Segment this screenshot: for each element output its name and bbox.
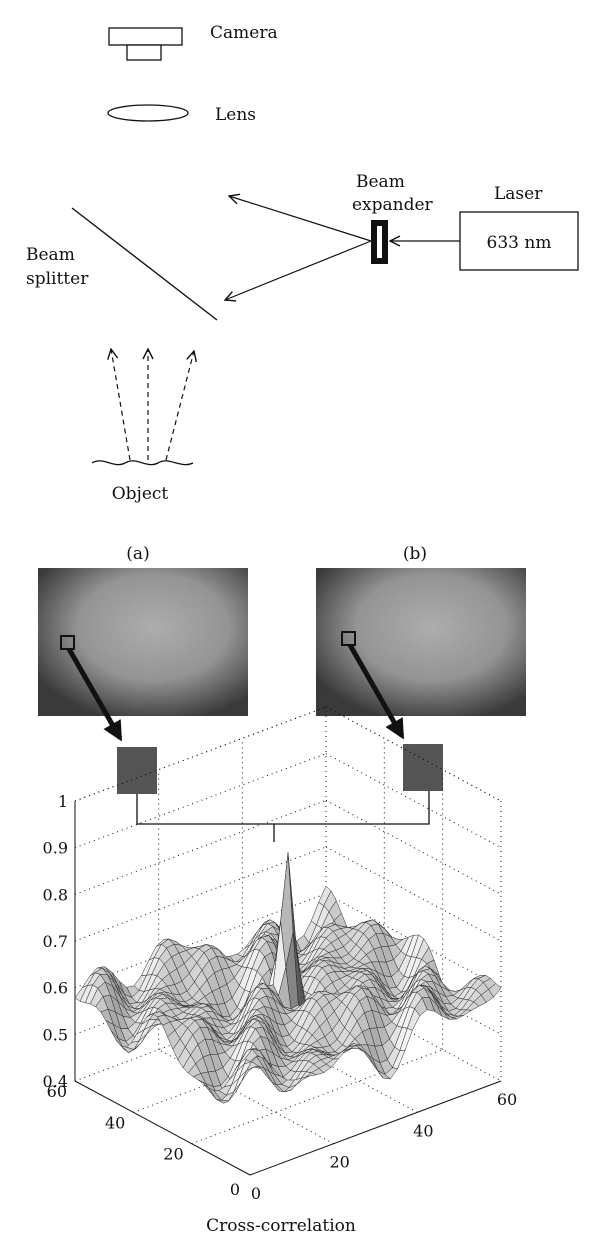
z-gridline bbox=[325, 939, 502, 1035]
beam-splitter-icon bbox=[71, 207, 218, 321]
surface-plot-caption: Cross-correlation bbox=[206, 1216, 356, 1236]
x-axis-line bbox=[249, 1080, 502, 1176]
laser-box bbox=[459, 211, 579, 271]
panel-b-label: (b) bbox=[403, 544, 427, 564]
y-tick-label: 40 bbox=[105, 1113, 125, 1132]
z-tick-label: 0.4 bbox=[43, 1072, 68, 1091]
correlation-connector bbox=[136, 791, 430, 842]
z-tick-label: 0.7 bbox=[43, 932, 68, 951]
z-tick-label: 0.9 bbox=[43, 839, 68, 858]
lens-label: Lens bbox=[215, 105, 256, 125]
expanded-beam-lower-arrow bbox=[225, 240, 372, 300]
x-tick-label: 60 bbox=[497, 1090, 517, 1109]
z-gridline bbox=[325, 799, 502, 895]
laser-wavelength: 633 nm bbox=[487, 233, 552, 253]
z-gridline bbox=[74, 753, 327, 849]
beam-splitter-label-line2: splitter bbox=[26, 269, 89, 289]
z-axis-ticks: 0.4 0.5 0.6 0.7 0.8 0.9 1 bbox=[43, 792, 68, 1091]
x-axis-ticks: 0 20 40 60 bbox=[251, 1090, 517, 1203]
camera-label: Camera bbox=[210, 23, 278, 43]
expanded-beam-upper-arrow bbox=[229, 196, 372, 242]
x-tick-label: 40 bbox=[413, 1121, 433, 1140]
y-axis-ticks: 20 40 60 0 bbox=[47, 1082, 240, 1199]
beam-expander-label-line1: Beam bbox=[356, 172, 405, 192]
subset-arrow-b bbox=[347, 643, 405, 740]
cross-correlation-surface-plot: 0.4 0.5 0.6 0.7 0.8 0.9 1 0 20 40 60 20 40 60 0 bbox=[43, 706, 517, 1203]
laser-label: Laser bbox=[494, 184, 543, 204]
speckle-image-a bbox=[38, 568, 248, 716]
subset-image-b bbox=[403, 744, 443, 791]
z-tick-label: 0.6 bbox=[43, 979, 68, 998]
object-surface-icon bbox=[91, 460, 194, 466]
surface-cell bbox=[244, 1048, 258, 1062]
y-tick-label: 20 bbox=[163, 1145, 183, 1164]
lens-icon bbox=[107, 104, 189, 122]
object-label: Object bbox=[112, 484, 169, 504]
scattered-light-arrows bbox=[111, 349, 194, 461]
camera-icon bbox=[108, 27, 183, 61]
z-gridline bbox=[325, 986, 502, 1082]
z-gridline bbox=[325, 753, 502, 849]
y-tick-label: 60 bbox=[47, 1082, 67, 1101]
z-gridline bbox=[325, 706, 502, 802]
beam-splitter-label-line1: Beam bbox=[26, 245, 75, 265]
subset-image-a bbox=[117, 747, 157, 794]
z-tick-label: 1 bbox=[58, 792, 68, 811]
subset-arrow-a bbox=[66, 647, 123, 742]
panel-a-label: (a) bbox=[126, 544, 149, 564]
speckle-image-b bbox=[316, 568, 526, 716]
beam-expander-label-line2: expander bbox=[352, 195, 434, 215]
x-tick-label: 0 bbox=[251, 1184, 261, 1203]
beam-expander-icon bbox=[371, 220, 388, 264]
z-gridline bbox=[325, 846, 502, 942]
y-tick-label: 0 bbox=[230, 1180, 240, 1199]
z-gridline bbox=[325, 893, 502, 989]
z-tick-label: 0.8 bbox=[43, 885, 68, 904]
x-tick-label: 20 bbox=[329, 1153, 349, 1172]
y-axis-line bbox=[74, 1080, 251, 1176]
z-tick-label: 0.5 bbox=[43, 1025, 68, 1044]
correlation-surface bbox=[74, 852, 502, 1104]
